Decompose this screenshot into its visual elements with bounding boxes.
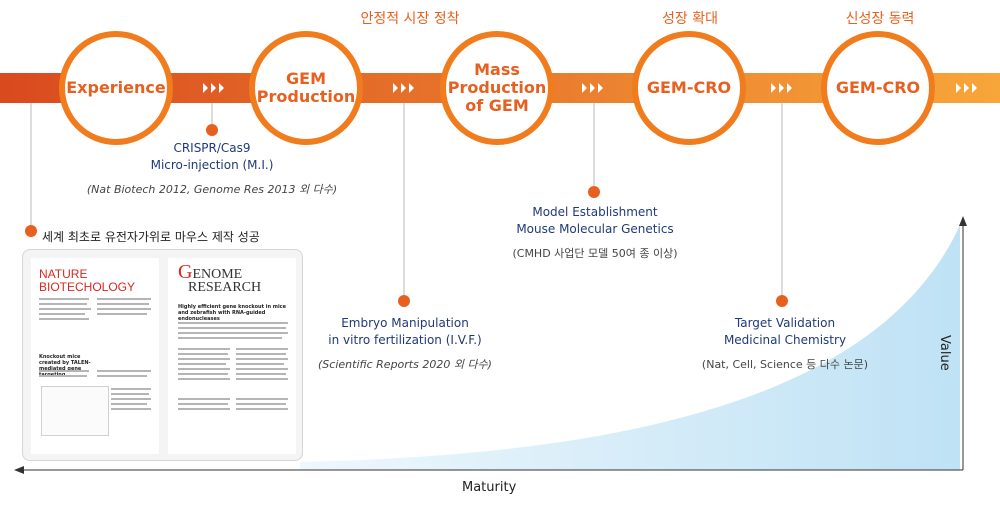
arrow-left-icon — [14, 466, 24, 474]
dot-marker-icon — [776, 295, 788, 307]
stage-circle-gem-cro-1: GEM-CRO — [632, 31, 746, 145]
paper-figure — [41, 386, 109, 436]
x-axis-label: Maturity — [462, 480, 517, 495]
dot-marker-icon — [25, 225, 37, 237]
milestone-embryo: Embryo Manipulation in vitro fertilizati… — [318, 316, 492, 371]
milestone-model: Model Establishment Mouse Molecular Gene… — [512, 205, 678, 260]
dot-marker-icon — [588, 186, 600, 198]
dot-marker-icon — [206, 124, 218, 136]
chevron-triple-icon — [203, 83, 224, 93]
milestone-target: Target Validation Medicinal Chemistry (N… — [701, 316, 869, 371]
stage-circle-mass-production: Mass Production of GEM — [440, 31, 554, 145]
chevron-triple-icon — [956, 83, 977, 93]
value-growth-area — [300, 225, 960, 470]
chevron-triple-icon — [771, 83, 792, 93]
stage-circle-gem-cro-2: GEM-CRO — [821, 31, 935, 145]
stage-circle-gem-production: GEM Production — [249, 31, 363, 145]
first-achievement-caption: 세계 최초로 유전자가위로 마우스 제작 성공 — [42, 230, 260, 244]
paper-nature-biotech: NATURE BIOTECHOLOGY Knockout mice create… — [31, 258, 159, 454]
chevron-triple-icon — [582, 83, 603, 93]
paper-thumbnails: NATURE BIOTECHOLOGY Knockout mice create… — [22, 249, 303, 461]
phase-header-1: 안정적 시장 정착 — [360, 11, 460, 27]
dot-marker-icon — [398, 295, 410, 307]
arrow-up-icon — [959, 216, 967, 226]
phase-header-3: 신성장 동력 — [845, 11, 915, 27]
stage-circle-experience: Experience — [59, 31, 173, 145]
y-axis-label: Value — [937, 335, 952, 371]
phase-header-2: 성장 확대 — [662, 11, 718, 27]
chevron-triple-icon — [393, 83, 414, 93]
milestone-crispr: CRISPR/Cas9 Micro-injection (M.I.) (Nat … — [86, 141, 338, 196]
